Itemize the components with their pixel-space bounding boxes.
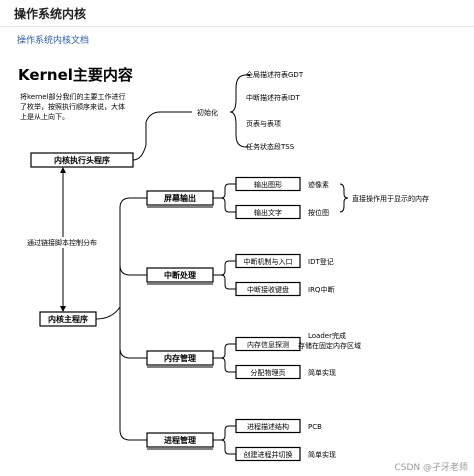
connector-module-4-sub-2	[213, 439, 236, 455]
sub-note-1-2: 按位图	[308, 208, 329, 217]
diagram-heading: Kernel主要内容	[18, 66, 133, 84]
module-node-2	[146, 267, 214, 283]
connector-trunk-module-4	[119, 429, 147, 441]
sub-note-2-2: IRQ中断	[308, 285, 334, 294]
connector-head-init	[132, 111, 192, 161]
sub-node-3-2	[235, 364, 301, 380]
watermark: CSDN @孑牙老师	[394, 463, 468, 473]
intro-text-line: 将kernel部分我们的主要工作进行	[20, 92, 126, 101]
sub-label-2-2: 中断接收键盘	[247, 285, 289, 294]
page-title: 操作系统内核	[14, 7, 87, 21]
connector-module-4-sub-1	[213, 425, 236, 441]
sub-node-4-2	[235, 446, 301, 462]
sub-node-1-2	[235, 204, 301, 220]
module-node-3	[146, 350, 214, 366]
header-divider	[0, 26, 474, 27]
connector-module-2-sub-2	[213, 274, 236, 290]
sub-label-2-1: 中断机制与入口	[244, 257, 293, 266]
sub-note-1-1: 迹像素	[308, 180, 329, 189]
sub-node-2-2	[235, 281, 301, 297]
chain-note: 通过链接脚本控制分布	[27, 238, 97, 247]
sub-label-4-2: 创建进程并切换	[244, 450, 293, 459]
connector-trunk-module-3	[119, 347, 147, 359]
sub-node-4-1	[235, 418, 301, 434]
intro-text-line: 了枚举，按照执行顺序来说，大体	[20, 102, 125, 111]
sub-note-4-1: PCB	[308, 423, 322, 431]
sub-note-3-2: 简单实现	[308, 368, 336, 377]
sub-note-2-1: IDT登记	[308, 257, 334, 266]
module-node-1	[146, 190, 214, 206]
document-link[interactable]: 操作系统内核文档	[17, 36, 90, 46]
connector-lines	[62, 74, 349, 455]
init-item-4: 任务状态段TSS	[246, 142, 295, 151]
sub-note-3-1: Loader完成	[308, 331, 346, 340]
sub-note-4-2: 简单实现	[308, 450, 336, 459]
intro-text-line: 上是从上向下。	[20, 112, 69, 121]
arrowhead-down	[60, 306, 66, 312]
sub-label-1-1: 输出图形	[254, 180, 282, 189]
arrowhead-up	[60, 167, 66, 173]
sub-node-1-1	[235, 176, 301, 192]
connector-module-3-sub-1	[213, 343, 236, 359]
init-item-2: 中断描述符表IDT	[246, 93, 300, 102]
sub-label-4-1: 进程描述结构	[247, 422, 289, 431]
connector-module-1-sub-2	[213, 197, 236, 213]
init-item-3: 页表与表项	[246, 119, 281, 128]
init-label: 初始化	[197, 108, 218, 117]
connector-module-2-sub-1	[213, 260, 236, 276]
connector-module-1-sub-1	[213, 183, 236, 199]
brace-screen-output	[339, 183, 349, 213]
sub-label-3-2: 分配物理页	[251, 368, 286, 377]
head-program-label: 内核执行头程序	[54, 155, 110, 165]
module-title-4: 进程管理	[164, 435, 196, 445]
connector-main-trunk	[95, 306, 121, 320]
diagram-labels: Kernel主要内容将kernel部分我们的主要工作进行了枚举，按照执行顺序来说…	[18, 66, 429, 459]
connector-module-3-sub-2	[213, 357, 236, 373]
module-title-1: 屏幕输出	[164, 193, 196, 203]
diagram-nodes	[24, 152, 301, 462]
sub-node-3-1	[235, 336, 301, 352]
sub-note-3-1: 存储在固定内存区域	[298, 341, 361, 350]
connector-trunk-module-2	[119, 264, 147, 276]
sub-label-1-2: 输出文字	[254, 208, 282, 217]
module-node-4	[146, 432, 214, 448]
main-program-node	[39, 311, 97, 327]
connector-trunk-module-1	[119, 197, 147, 209]
sub-label-3-1: 内存信息探测	[247, 340, 289, 349]
connector-init-lower	[229, 111, 250, 148]
module-title-2: 中断处理	[164, 270, 196, 280]
head-program-node	[30, 152, 134, 168]
init-item-1: 全局描述符表GDT	[246, 70, 304, 79]
connector-init-upper	[229, 74, 250, 113]
chain-note-bg	[24, 237, 110, 248]
brace-note: 直接操作用于显示的内存	[352, 194, 429, 203]
sub-node-2-1	[235, 253, 301, 269]
module-title-3: 内存管理	[164, 353, 196, 363]
main-program-label: 内核主程序	[48, 314, 88, 324]
